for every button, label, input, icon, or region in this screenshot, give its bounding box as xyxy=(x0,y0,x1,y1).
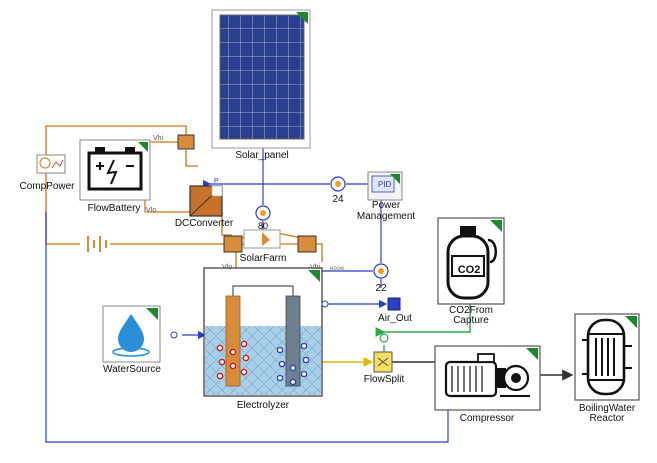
flow-battery-label: FlowBattery xyxy=(87,203,141,214)
farm-icon xyxy=(262,232,270,246)
reactor-icon xyxy=(582,318,632,396)
co2-capture-label-2: Capture xyxy=(453,315,489,326)
split-icon xyxy=(377,357,389,367)
solar-panel[interactable] xyxy=(211,9,311,149)
flow-split-label: FlowSplit xyxy=(363,374,405,385)
port-vhi-farm-label: Vhi xyxy=(310,264,321,271)
cathode-electrode xyxy=(285,295,301,387)
power-management-label-2: Management xyxy=(356,211,416,222)
pid-label: PID xyxy=(378,180,392,189)
corner-mark-icon xyxy=(625,316,637,328)
wire-vhi-conv xyxy=(185,150,198,167)
battery-symbol-icon xyxy=(87,236,107,252)
wire-comppower-top xyxy=(45,125,187,155)
air-out-sink[interactable] xyxy=(387,297,401,311)
port-vhi-battery-label: Vhi xyxy=(153,135,164,142)
pid-icon xyxy=(371,175,395,193)
corner-mark-icon xyxy=(526,348,538,360)
port-vlo-battery-label: Vlo xyxy=(146,207,157,214)
fluid-wires xyxy=(322,304,574,381)
water-source-label: WaterSource xyxy=(103,364,161,375)
sensor-22[interactable] xyxy=(373,263,389,279)
water-drop-icon xyxy=(112,314,150,357)
wire-conv-farm xyxy=(221,212,232,236)
anode-electrode xyxy=(225,295,241,387)
electrolyzer[interactable] xyxy=(203,267,329,397)
sensor-80-label: 80 xyxy=(257,221,269,231)
water-source[interactable] xyxy=(102,305,178,363)
comp-power[interactable] xyxy=(36,154,66,174)
port-epow-label: epow xyxy=(330,266,345,272)
chart-icon xyxy=(51,159,64,169)
co2-tank-label: CO2 xyxy=(457,264,481,276)
corner-mark-icon xyxy=(490,220,502,232)
dc-converter-label: DCConverter xyxy=(174,218,234,229)
port-vhi-battery[interactable] xyxy=(177,134,195,150)
compressor-label: Compressor xyxy=(459,413,515,424)
co2-tank-icon xyxy=(446,226,497,300)
corner-mark-icon xyxy=(146,308,158,320)
oxygen-port[interactable] xyxy=(321,300,329,308)
signal-wires xyxy=(45,146,449,443)
co2-capture-label-1: CO2From xyxy=(449,305,493,316)
flow-battery[interactable] xyxy=(79,139,151,201)
battery-icon xyxy=(87,147,143,191)
wire-compressor-power xyxy=(45,212,449,443)
sensor-22-label: 22 xyxy=(375,283,387,294)
hydrogen-bubbles xyxy=(276,342,310,386)
corner-mark-icon xyxy=(138,142,148,152)
compressor[interactable] xyxy=(434,345,541,411)
sensor-24[interactable] xyxy=(330,176,346,192)
compressor-icon xyxy=(444,353,530,398)
solar-farm-label: SolarFarm xyxy=(239,253,287,264)
wire-co2-line xyxy=(375,304,471,337)
air-out-label: Air_Out xyxy=(378,313,412,324)
port-p-label: P xyxy=(214,178,219,185)
corner-mark-icon xyxy=(308,270,320,282)
power-source-icon xyxy=(39,157,51,169)
solar-panel-label: Solar_panel xyxy=(235,150,289,161)
corner-mark-icon xyxy=(390,174,400,184)
comp-power-label: CompPower xyxy=(19,181,75,192)
solar-panel-icon xyxy=(219,14,305,140)
solar-farm[interactable] xyxy=(223,229,317,253)
reactor-label-2: Reactor xyxy=(589,413,625,424)
water-port[interactable] xyxy=(170,331,178,339)
sensor-24-label: 24 xyxy=(332,194,344,205)
electrolyzer-label: Electrolyzer xyxy=(236,400,290,411)
power-management[interactable] xyxy=(367,171,403,201)
corner-mark-icon xyxy=(296,12,308,24)
power-management-label-1: Power xyxy=(371,200,401,211)
boiling-water-reactor[interactable] xyxy=(574,313,640,401)
reactor-label-1: BoilingWater xyxy=(578,403,636,414)
oxygen-bubbles xyxy=(216,340,250,380)
co2-capture[interactable] xyxy=(437,217,505,305)
port-vlo-farm-label: Vlo xyxy=(222,264,233,271)
sensor-80[interactable] xyxy=(255,205,271,221)
flow-split[interactable] xyxy=(373,333,393,373)
dc-converter[interactable] xyxy=(189,185,223,217)
